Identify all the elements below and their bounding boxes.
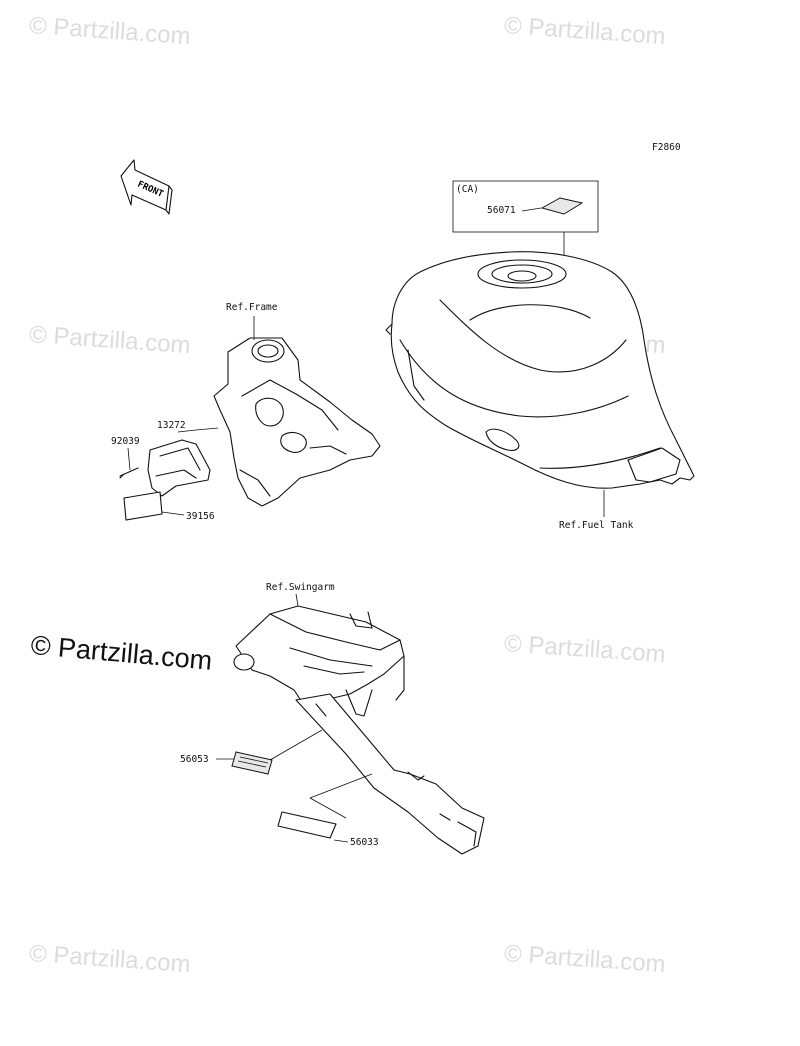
part-92039[interactable]: 92039 [111, 436, 140, 447]
part-39156[interactable]: 39156 [186, 511, 215, 522]
part-56071[interactable]: 56071 [487, 205, 516, 216]
ref-swingarm-label: Ref.Swingarm [266, 582, 335, 593]
fuel-tank-drawing [385, 251, 695, 517]
part-56033[interactable]: 56033 [350, 837, 379, 848]
duct-13272-drawing [119, 427, 219, 521]
swingarm-labels-drawing [216, 729, 373, 843]
swingarm-drawing [233, 593, 485, 855]
part-56053[interactable]: 56053 [180, 754, 209, 765]
front-arrow-icon: FRONT [120, 159, 173, 215]
ref-frame-label: Ref.Frame [226, 302, 278, 313]
part-13272[interactable]: 13272 [157, 420, 186, 431]
ca-box-label: (CA) [456, 184, 479, 195]
ref-fuel-tank-label: Ref.Fuel Tank [559, 520, 634, 531]
diagram-code: F2860 [652, 142, 681, 153]
frame-drawing [213, 316, 381, 507]
ca-box [452, 180, 599, 305]
